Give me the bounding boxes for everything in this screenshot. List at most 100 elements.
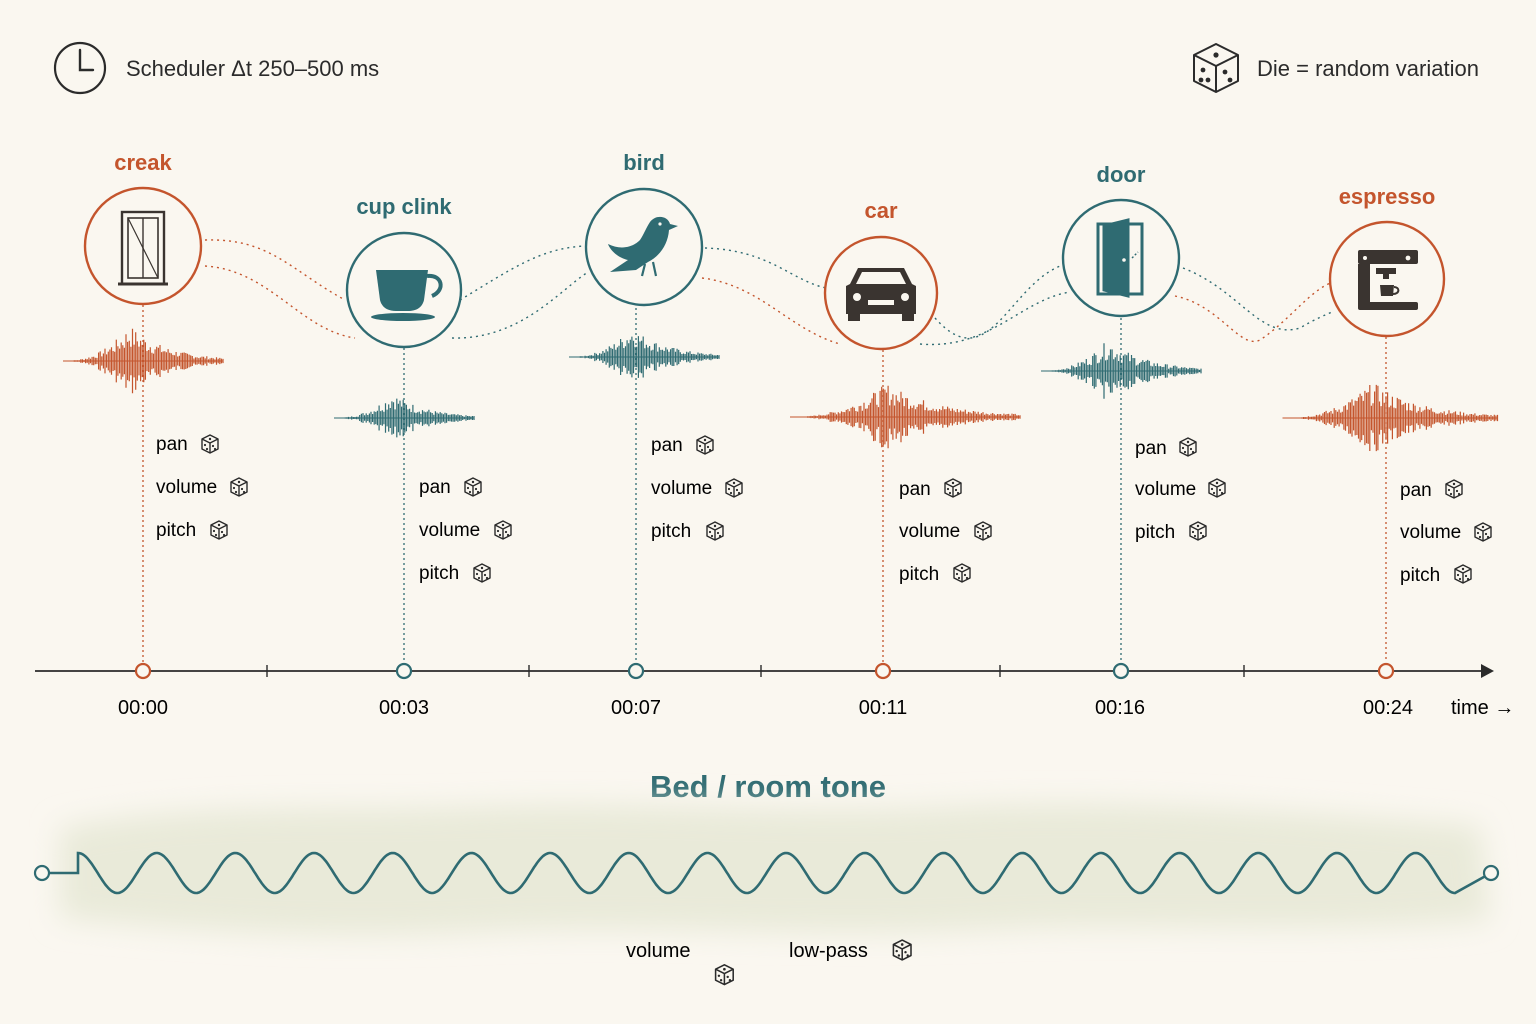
die-icon	[1445, 479, 1463, 499]
die-icon	[953, 563, 971, 583]
espresso-machine-icon	[1358, 250, 1418, 310]
param-volume: volume	[1135, 479, 1196, 500]
scheduler-legend: Scheduler Δt 250–500 ms	[53, 41, 379, 95]
scheduler-label: Scheduler Δt 250–500 ms	[126, 56, 379, 81]
timeline-arrowhead	[1481, 664, 1494, 678]
die-icon	[1454, 564, 1472, 584]
die-icon	[494, 520, 512, 540]
time-label: 00:00	[118, 697, 168, 719]
die-icon	[1474, 522, 1492, 542]
die-icon	[706, 521, 724, 541]
waveform	[1041, 343, 1202, 399]
time-label: 00:07	[611, 697, 661, 719]
bed-title: Bed / room tone	[650, 769, 886, 804]
event-creak: creak pan volume pitch	[63, 150, 248, 541]
event-bird: bird pan volume pitch	[569, 150, 743, 542]
event-label: cup clink	[356, 194, 452, 219]
die-icon	[210, 520, 228, 540]
param-pitch: pitch	[1400, 565, 1440, 586]
die-icon	[230, 477, 248, 497]
bird-icon	[608, 216, 678, 277]
param-list: pan volume pitch	[156, 434, 248, 541]
waveform-burst	[1045, 343, 1202, 399]
die-icon	[892, 939, 912, 961]
timeline-minor-ticks	[266, 665, 1245, 677]
bed-waveform	[40, 851, 1493, 895]
waveform	[1282, 384, 1499, 452]
car-icon	[846, 268, 916, 321]
param-pitch: pitch	[419, 563, 459, 584]
waveform-burst	[338, 398, 475, 438]
param-volume: volume	[1400, 522, 1461, 543]
param-list: pan volume pitch	[899, 478, 992, 585]
die-icon	[944, 478, 962, 498]
time-label: 00:11	[859, 697, 908, 719]
timeline-marker	[1112, 662, 1130, 680]
bed-param-low-pass: low-pass	[789, 940, 868, 962]
bed-section: Bed / room tone volume low-pass	[33, 769, 1500, 986]
param-pitch: pitch	[156, 520, 196, 541]
param-volume: volume	[899, 521, 960, 542]
time-label: 00:24	[1363, 697, 1413, 719]
event-label: car	[864, 198, 897, 223]
time-axis-label: time →	[1451, 697, 1514, 719]
time-label: 00:16	[1095, 697, 1145, 719]
bed-param-volume: volume	[626, 940, 690, 962]
die-icon	[1193, 43, 1239, 93]
timeline-marker	[134, 662, 152, 680]
waveform	[790, 385, 1021, 449]
timeline-marker	[874, 662, 892, 680]
die-icon	[1208, 478, 1226, 498]
param-volume: volume	[651, 478, 712, 499]
die-icon	[974, 521, 992, 541]
waveform-burst	[573, 336, 720, 378]
timeline-marker	[1377, 662, 1395, 680]
waveform	[63, 328, 224, 394]
event-cup-clink: cup clink pan volume pitch	[334, 194, 512, 584]
param-pan: pan	[1135, 438, 1167, 459]
param-volume: volume	[156, 477, 217, 498]
timeline: 00:00 00:03 00:07 00:11 00:16 00:24 time…	[35, 662, 1514, 719]
bed-param-list: volume low-pass	[626, 939, 912, 986]
die-icon	[1179, 437, 1197, 457]
param-list: pan volume pitch	[651, 435, 743, 542]
clock-icon	[53, 41, 107, 95]
waveform	[569, 336, 720, 378]
bed-end-node	[1482, 864, 1500, 882]
param-pan: pan	[899, 479, 931, 500]
event-espresso: espresso pan volume pitch	[1282, 184, 1499, 586]
die-icon	[1189, 521, 1207, 541]
event-door: door pan volume pitch	[1041, 162, 1226, 543]
die-icon	[473, 563, 491, 583]
die-icon	[714, 964, 734, 986]
event-car: car pan volume pitch	[790, 198, 1021, 585]
param-pitch: pitch	[1135, 522, 1175, 543]
bed-start-node	[33, 864, 51, 882]
timeline-marker	[395, 662, 413, 680]
timeline-marker	[627, 662, 645, 680]
param-volume: volume	[419, 520, 480, 541]
window-frame-icon	[118, 210, 168, 286]
door-icon	[1096, 218, 1144, 298]
param-pan: pan	[651, 435, 683, 456]
event-label: espresso	[1339, 184, 1436, 209]
event-label: bird	[623, 150, 665, 175]
bed-wash	[60, 803, 1490, 935]
param-pitch: pitch	[899, 564, 939, 585]
param-list: pan volume pitch	[1135, 437, 1226, 543]
cup-icon	[371, 270, 443, 321]
param-list: pan volume pitch	[419, 477, 512, 584]
param-pan: pan	[156, 434, 188, 455]
event-connectors	[204, 239, 1334, 346]
param-pan: pan	[1400, 480, 1432, 501]
param-pan: pan	[419, 477, 451, 498]
die-label: Die = random variation	[1257, 56, 1479, 81]
waveform-burst	[795, 385, 1021, 449]
die-legend: Die = random variation	[1193, 43, 1479, 93]
drop-lines	[142, 305, 1387, 662]
waveform-burst	[67, 328, 224, 394]
waveform-burst	[1288, 384, 1499, 452]
param-pitch: pitch	[651, 521, 691, 542]
time-label: 00:03	[379, 697, 429, 719]
